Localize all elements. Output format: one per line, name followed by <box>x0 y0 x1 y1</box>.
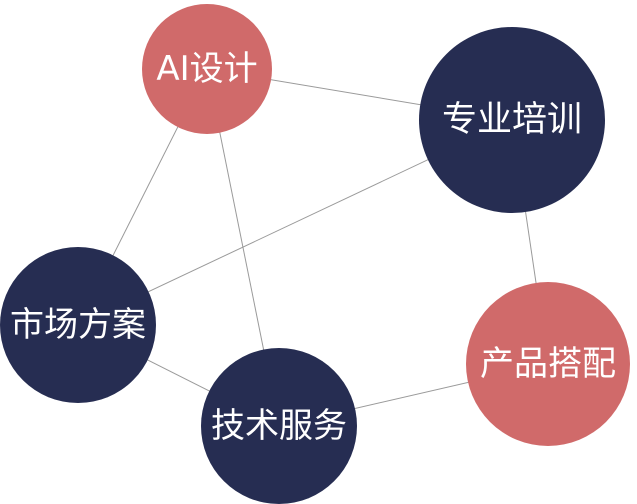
node-label-technical-service: 技术服务 <box>211 406 347 446</box>
node-label-professional-training: 专业培训 <box>442 100 582 140</box>
node-label-ai-design: AI设计 <box>156 49 257 89</box>
node-market-solution: 市场方案 <box>0 247 156 403</box>
node-circle-market-solution <box>0 247 156 403</box>
node-label-product-matching: 产品搭配 <box>480 344 616 384</box>
node-circle-ai-design <box>142 4 272 134</box>
node-technical-service: 技术服务 <box>201 348 357 504</box>
node-label-market-solution: 市场方案 <box>10 305 146 345</box>
node-circle-professional-training <box>419 27 605 213</box>
node-product-matching: 产品搭配 <box>466 282 630 446</box>
node-circle-product-matching <box>466 282 630 446</box>
node-ai-design: AI设计 <box>142 4 272 134</box>
node-professional-training: 专业培训 <box>419 27 605 213</box>
node-circle-technical-service <box>201 348 357 504</box>
nodes-layer: AI设计 专业培训 市场方案 技术服务 产品搭配 <box>0 4 630 504</box>
